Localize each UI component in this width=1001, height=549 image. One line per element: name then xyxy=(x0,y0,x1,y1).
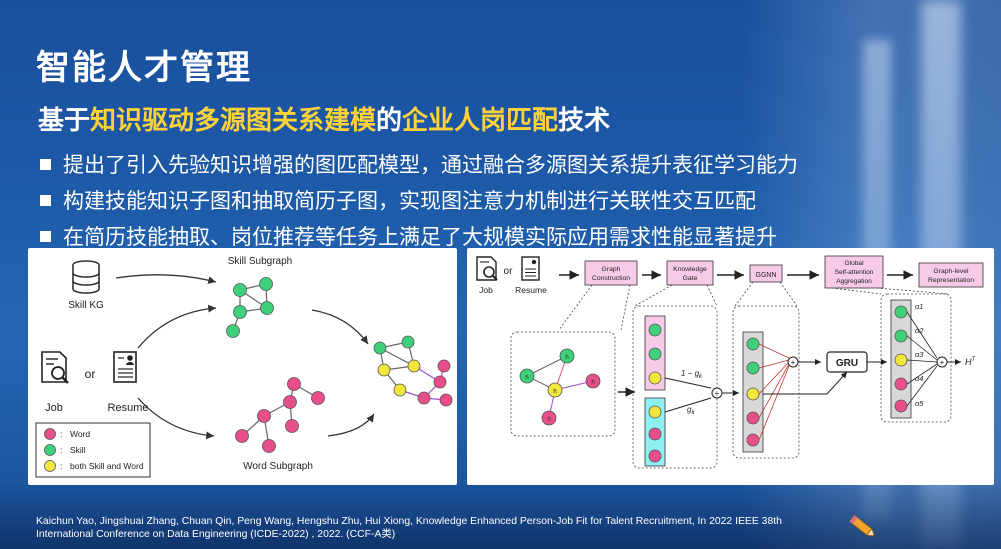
subtitle-part-1: 基于 xyxy=(38,106,91,136)
or-label: or xyxy=(504,266,514,277)
gate-top-label: 1 − gk xyxy=(681,369,703,380)
job-search-icon xyxy=(41,351,69,384)
job-search-icon xyxy=(476,256,498,281)
attention-lines xyxy=(906,311,938,407)
word-subgraph-nodes xyxy=(235,377,325,453)
word-subgraph-label: Word Subgraph xyxy=(243,461,313,472)
legend-sep: : xyxy=(60,461,62,471)
svg-text:Knowledge: Knowledge xyxy=(673,266,707,273)
subtitle-highlight-1: 知识驱动多源图关系建模 xyxy=(90,106,377,136)
dashed-connectors xyxy=(510,281,952,469)
ggnn-message-lines xyxy=(758,343,790,441)
step-knowledge-gate: Knowledge Gate xyxy=(666,260,714,286)
database-icon xyxy=(72,260,100,294)
arrow-resume-to-word xyxy=(137,397,215,440)
ggnn-sum-symbol: + xyxy=(791,358,796,367)
skill-subgraph-label: Skill Subgraph xyxy=(228,256,292,267)
subtitle-highlight-2: 企业人岗匹配 xyxy=(402,106,559,136)
bullet-text: 在简历技能抽取、岗位推荐等任务上满足了大规模实际应用需求性能显著提升 xyxy=(63,225,777,249)
left-diagram: Skill KG Skill Subgraph or xyxy=(35,256,453,478)
step-graph-construction: Graph Construction xyxy=(584,260,638,286)
bullet-item: 在简历技能抽取、岗位推荐等任务上满足了大规模实际应用需求性能显著提升 xyxy=(40,218,798,254)
left-diagram-panel: Skill KG Skill Subgraph or xyxy=(28,248,457,485)
arrow-skill-to-merged xyxy=(311,309,369,345)
job-label: Job xyxy=(45,402,63,414)
legend-sep: : xyxy=(60,445,62,455)
output-label: HT xyxy=(965,357,977,367)
ggnn-nodes xyxy=(746,337,760,447)
bullet-square-icon xyxy=(40,158,51,170)
slide-title: 智能人才管理 xyxy=(36,48,252,88)
step-ggnn: GGNN xyxy=(749,264,783,283)
svg-text:h: h xyxy=(525,375,528,381)
bullet-square-icon xyxy=(40,230,51,242)
svg-text:Self-attention: Self-attention xyxy=(835,269,874,276)
legend: : Word : Skill : both Skill and Word xyxy=(35,422,151,478)
skill-subgraph-nodes xyxy=(226,277,274,338)
svg-text:Aggregation: Aggregation xyxy=(836,278,872,285)
gate-bottom-label: gk xyxy=(687,405,695,416)
bullet-text: 提出了引入先验知识增强的图匹配模型，通过融合多源图关系提升表征学习能力 xyxy=(63,153,798,177)
svg-text:h: h xyxy=(591,380,594,386)
legend-skill-swatch xyxy=(44,444,56,456)
gate-nodes xyxy=(648,323,662,463)
pencil-icon xyxy=(848,514,876,537)
alpha-label: α2 xyxy=(915,326,924,335)
bullet-square-icon xyxy=(40,194,51,206)
merged-graph-nodes xyxy=(373,335,453,407)
job-label: Job xyxy=(479,285,493,295)
attention-nodes xyxy=(894,305,908,413)
gate-sum-symbol: + xyxy=(715,389,720,398)
skill-kg-label: Skill KG xyxy=(68,300,104,311)
step-global-self-attention: Global Self-attention Aggregation xyxy=(824,255,884,289)
step-graph-level-representation: Graph-level Representation xyxy=(918,262,984,288)
right-diagram: or Job Resume Graph Construction Knowled… xyxy=(476,255,984,469)
ggnn-to-gru-arrow xyxy=(763,371,848,395)
bullet-item: 构建技能知识子图和抽取简历子图，实现图注意力机制进行关联性交互匹配 xyxy=(40,182,798,218)
right-diagram-panel: or Job Resume Graph Construction Knowled… xyxy=(467,248,994,485)
bullet-item: 提出了引入先验知识增强的图匹配模型，通过融合多源图关系提升表征学习能力 xyxy=(40,146,798,182)
svg-text:GGNN: GGNN xyxy=(756,272,777,279)
svg-text:h: h xyxy=(565,355,568,361)
background-bottom-shade xyxy=(0,479,1001,549)
alpha-label: α5 xyxy=(915,399,924,408)
legend-sep: : xyxy=(60,429,62,439)
svg-text:Graph-level: Graph-level xyxy=(933,268,969,275)
slide-subtitle: 基于知识驱动多源图关系建模的企业人岗匹配技术 xyxy=(38,100,610,137)
resume-label: Resume xyxy=(515,285,547,295)
legend-both-label: both Skill and Word xyxy=(70,461,144,471)
subtitle-part-5: 技术 xyxy=(558,106,611,136)
svg-text:Graph: Graph xyxy=(602,266,621,273)
svg-text:Gate: Gate xyxy=(683,275,698,282)
or-label: or xyxy=(85,367,96,381)
citation: Kaichun Yao, Jingshuai Zhang, Chuan Qin,… xyxy=(36,516,782,540)
gate-lines xyxy=(664,377,712,413)
attention-sum-symbol: + xyxy=(940,358,945,367)
svg-text:Representation: Representation xyxy=(928,277,974,284)
alpha-label: α3 xyxy=(915,350,924,359)
bullet-text: 构建技能知识子图和抽取简历子图，实现图注意力机制进行关联性交互匹配 xyxy=(63,189,756,213)
resume-icon xyxy=(521,256,540,281)
resume-label: Resume xyxy=(108,402,149,414)
svg-text:h: h xyxy=(553,389,556,395)
gru-label: GRU xyxy=(836,358,858,369)
svg-text:Global: Global xyxy=(844,260,864,267)
word-subgraph xyxy=(241,383,319,447)
legend-word-label: Word xyxy=(70,429,90,439)
alpha-label: α1 xyxy=(915,302,923,311)
arrow-word-to-merged xyxy=(327,413,375,437)
legend-both-swatch xyxy=(44,460,56,472)
legend-skill-label: Skill xyxy=(70,445,86,455)
gru-block: GRU xyxy=(826,351,868,373)
resume-icon xyxy=(113,351,137,383)
arrow-resume-to-skill xyxy=(137,304,217,349)
legend-word-swatch xyxy=(44,428,56,440)
arrow-kg-to-skill xyxy=(115,274,217,284)
svg-text:Construction: Construction xyxy=(592,275,630,282)
bullet-list: 提出了引入先验知识增强的图匹配模型，通过融合多源图关系提升表征学习能力 构建技能… xyxy=(40,146,798,254)
svg-text:h: h xyxy=(547,417,550,423)
gc-graph-nodes xyxy=(519,348,601,426)
subtitle-part-3: 的 xyxy=(376,106,403,136)
alpha-label: α4 xyxy=(915,374,923,383)
